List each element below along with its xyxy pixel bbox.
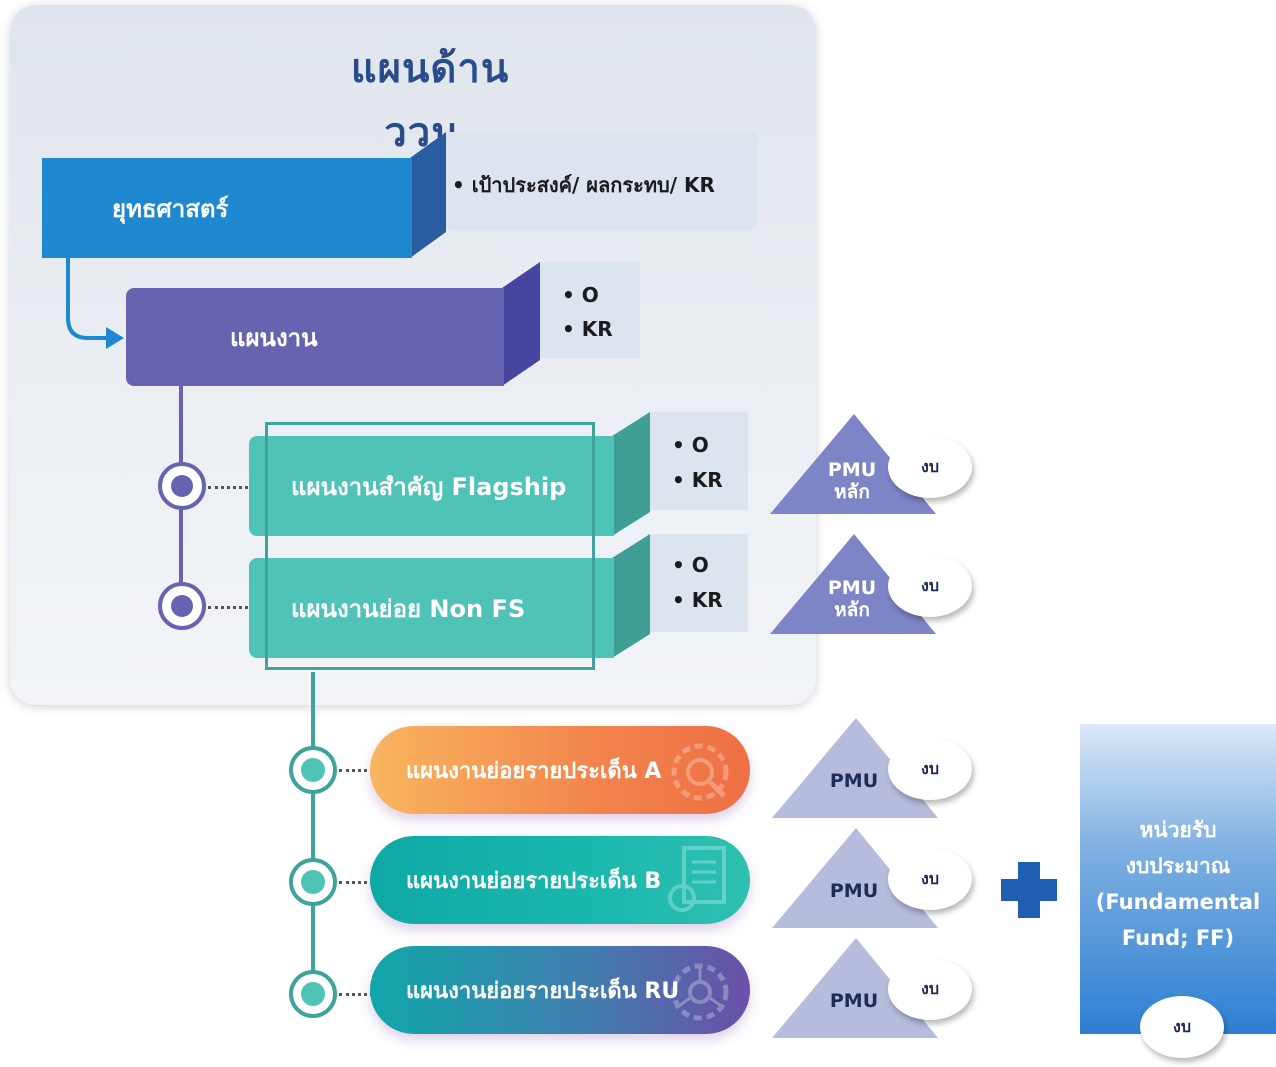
- flagship-label: แผนงานสำคัญ Flagship: [291, 472, 567, 501]
- issue-b-label: แผนงานย่อยรายประเด็น B: [406, 868, 662, 894]
- flagship-nonfs-frame: [265, 422, 595, 670]
- plan-label: แผนงาน: [230, 323, 318, 352]
- flagship-box-side: [612, 412, 650, 536]
- strategy-detail-box: [445, 132, 757, 230]
- flagship-pmu-label: PMU หลัก: [827, 459, 877, 503]
- nonfs-bullet-o: • O: [672, 553, 709, 577]
- issue-b-budget-label: งบ: [921, 868, 939, 888]
- issue-a-budget-bubble: งบ: [888, 738, 972, 800]
- issue-b-pmu-triangle: [772, 828, 938, 928]
- plan-box: แผนงาน: [126, 288, 504, 386]
- ff-budget-label: งบ: [1173, 1016, 1191, 1036]
- nonfs-budget-label: งบ: [921, 575, 939, 595]
- ff-line-4: Fund; FF): [1121, 926, 1235, 950]
- ff-line-1: หน่วยรับ: [1139, 818, 1217, 842]
- issue-ru-pill: แผนงานย่อยรายประเด็น RU: [370, 946, 750, 1034]
- issue-ru-pmu-triangle: [772, 938, 938, 1038]
- nonfs-box-side: [612, 534, 650, 658]
- flagship-bullet-kr: • KR: [672, 468, 723, 492]
- flagship-bullet-o: • O: [672, 433, 709, 457]
- issue-a-label: แผนงานย่อยรายประเด็น A: [406, 758, 662, 784]
- issue-a-dotted-connector: [339, 769, 373, 772]
- flagship-budget-label: งบ: [921, 456, 939, 476]
- issue-a-pmu-triangle: [772, 718, 938, 818]
- issue-a-pill: แผนงานย่อยรายประเด็น A: [370, 726, 750, 814]
- arrow-head-icon: [106, 327, 124, 349]
- strategy-label: ยุทธศาสตร์: [112, 194, 229, 223]
- plus-icon-bar: [1001, 879, 1057, 901]
- flagship-dotted-connector: [208, 486, 248, 489]
- strategy-box: ยุทธศาสตร์: [42, 158, 412, 258]
- issue-a-node-icon: [289, 746, 337, 794]
- strategy-to-plan-connector: [66, 258, 108, 340]
- issue-b-pill: แผนงานย่อยรายประเด็น B: [370, 836, 750, 924]
- plan-box-side: [502, 262, 540, 386]
- issue-ru-budget-bubble: งบ: [888, 958, 972, 1020]
- issue-ru-label: แผนงานย่อยรายประเด็น RU: [406, 978, 680, 1004]
- flagship-box: แผนงานสำคัญ Flagship: [249, 436, 614, 536]
- plan-detail-box: [538, 262, 640, 358]
- issue-b-dotted-connector: [339, 881, 373, 884]
- issue-a-budget-label: งบ: [921, 758, 939, 778]
- issue-b-pmu-label: PMU: [829, 880, 879, 902]
- nonfs-pmu-triangle: [770, 534, 936, 634]
- flagship-detail-box: [648, 412, 748, 510]
- fundamental-fund-text: หน่วยรับ งบประมาณ (Fundamental Fund; FF): [1080, 812, 1276, 956]
- ff-budget-bubble: งบ: [1140, 996, 1224, 1058]
- flagship-node-icon: [158, 462, 206, 510]
- issue-b-budget-bubble: งบ: [888, 848, 972, 910]
- issue-ru-dotted-connector: [339, 993, 373, 996]
- gear-network-icon: [671, 963, 729, 1021]
- fundamental-fund-box: [1080, 724, 1276, 1034]
- nonfs-box: แผนงานย่อย Non FS: [249, 558, 614, 658]
- nonfs-pmu-label: PMU หลัก: [827, 577, 877, 621]
- strategy-detail-text: • เป้าประสงค์/ ผลกระทบ/ KR: [452, 173, 715, 197]
- nonfs-label: แผนงานย่อย Non FS: [291, 594, 526, 623]
- issue-a-pmu-label: PMU: [829, 770, 879, 792]
- ff-line-2: งบประมาณ: [1125, 854, 1231, 878]
- plan-bullet-o: • O: [562, 283, 599, 307]
- issue-b-node-icon: [289, 858, 337, 906]
- nonfs-node-icon: [158, 582, 206, 630]
- nonfs-budget-bubble: งบ: [888, 555, 972, 617]
- document-search-icon: [668, 846, 726, 912]
- plan-bullet-kr: • KR: [562, 317, 613, 341]
- issue-ru-budget-label: งบ: [921, 978, 939, 998]
- gear-magnifier-icon: [671, 743, 729, 801]
- nonfs-dotted-connector: [208, 606, 248, 609]
- flagship-pmu-triangle: [770, 414, 936, 514]
- nonfs-bullet-kr: • KR: [672, 588, 723, 612]
- nonfs-detail-box: [648, 534, 748, 632]
- ff-line-3: (Fundamental: [1095, 890, 1261, 914]
- issue-ru-node-icon: [289, 970, 337, 1018]
- strategy-box-side: [410, 132, 446, 258]
- flagship-budget-bubble: งบ: [888, 436, 972, 498]
- issue-ru-pmu-label: PMU: [829, 990, 879, 1012]
